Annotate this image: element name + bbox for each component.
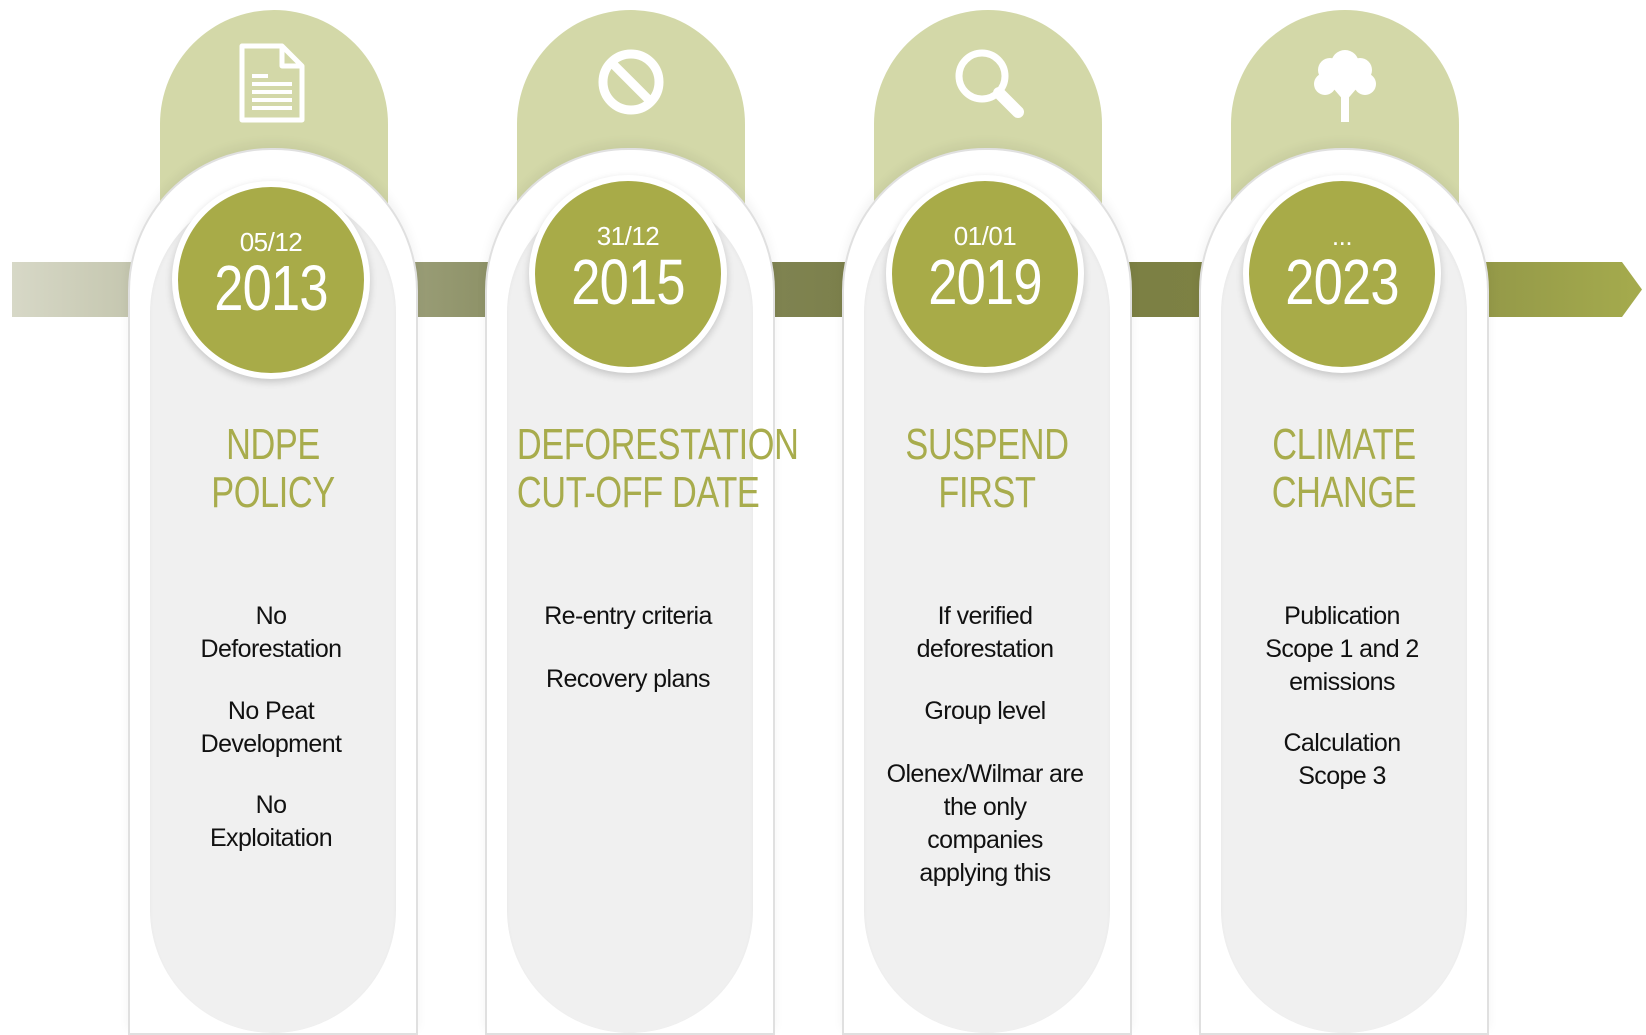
milestone-item: Group level	[924, 697, 1046, 725]
milestone-title-line-1: SUSPEND	[905, 420, 1069, 469]
milestone-item: Olenex/Wilmar are the only companies app…	[886, 760, 1084, 887]
magnifier-icon	[955, 49, 1024, 118]
year-badge: 01/01 2019	[886, 175, 1084, 373]
milestone-item: Recovery plans	[546, 665, 711, 693]
milestone-title-line-2: CUT-OFF DATE	[516, 468, 760, 517]
milestone-title-line-2: FIRST	[938, 468, 1036, 517]
milestone-title-line-2: CHANGE	[1271, 468, 1417, 517]
milestone-year: 2013	[214, 252, 328, 324]
milestone-card-2019: 01/01 2019 SUSPEND FIRST If verified def…	[842, 10, 1132, 1035]
document-icon	[239, 43, 305, 123]
milestone-date: ...	[1331, 221, 1353, 251]
milestone-title-line-1: DEFORESTATION	[516, 420, 799, 469]
milestone-item: Calculation Scope 3	[1283, 729, 1401, 790]
year-badge: 05/12 2013	[172, 181, 370, 379]
milestone-title-line-2: POLICY	[211, 468, 335, 517]
milestone-date: 31/12	[596, 221, 660, 251]
milestone-year: 2023	[1285, 246, 1399, 318]
milestone-item: No Peat Development	[200, 697, 342, 758]
milestone-card-2023: ... 2023 CLIMATE CHANGE Publication Scop…	[1199, 10, 1489, 1035]
milestone-item: Re-entry criteria	[544, 602, 712, 630]
tree-icon	[1314, 50, 1376, 122]
prohibited-icon	[598, 49, 664, 115]
milestone-item: Publication Scope 1 and 2 emissions	[1265, 602, 1419, 696]
milestone-year: 2015	[571, 246, 685, 318]
milestone-title-line-1: NDPE	[226, 420, 320, 469]
milestone-item: No Deforestation	[200, 602, 343, 663]
milestone-date: 01/01	[953, 221, 1017, 251]
milestone-item: No Exploitation	[209, 791, 333, 852]
milestone-title-line-1: CLIMATE	[1272, 420, 1416, 469]
milestone-item: If verified deforestation	[916, 602, 1054, 663]
year-badge: 31/12 2015	[529, 175, 727, 373]
year-badge: ... 2023	[1243, 175, 1441, 373]
milestone-year: 2019	[928, 246, 1042, 318]
milestone-card-2015: 31/12 2015 DEFORESTATION CUT-OFF DATE Re…	[485, 10, 799, 1035]
milestone-card-2013: 05/12 2013 NDPE POLICY No Deforestation …	[128, 10, 418, 1035]
milestone-date: 05/12	[239, 227, 303, 257]
